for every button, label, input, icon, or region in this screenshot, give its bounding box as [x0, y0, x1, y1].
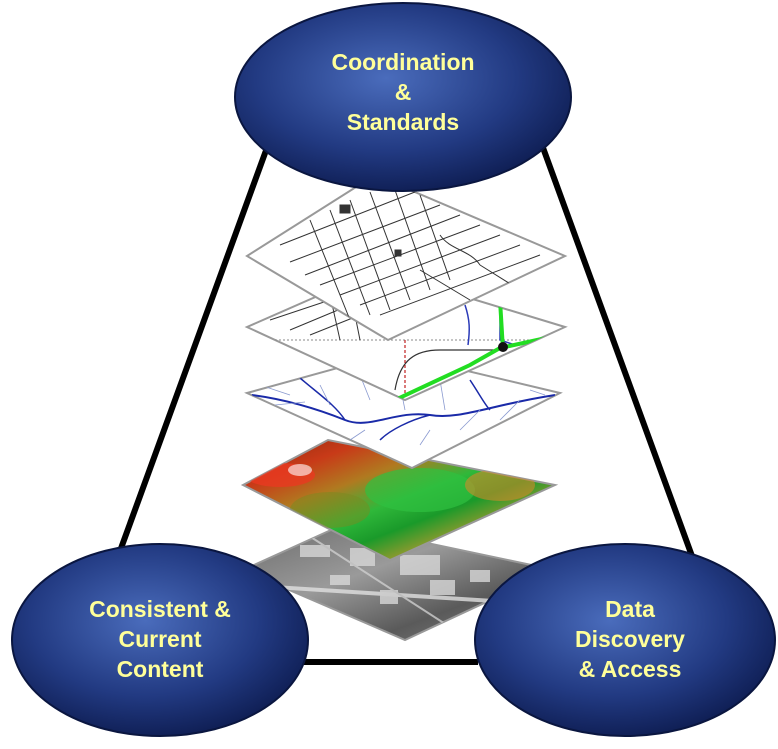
node-right-label: Data Discovery & Access	[520, 594, 740, 684]
node-left-line-2: Current	[118, 626, 202, 652]
node-right-ellipse	[474, 543, 776, 737]
node-right	[474, 543, 776, 737]
connectors	[113, 143, 703, 665]
node-right-line-2: Discovery	[575, 626, 685, 652]
node-top-ellipse	[234, 2, 572, 192]
node-top-line-2: &	[394, 79, 412, 105]
connector-top-right	[539, 143, 703, 580]
layer-street-parcels	[245, 173, 568, 342]
layer-elevation-relief	[240, 438, 559, 562]
node-top-line-1: Coordination	[331, 49, 475, 75]
node-left-label: Consistent & Current Content	[50, 594, 270, 684]
node-top	[234, 2, 572, 192]
connector-top-left	[113, 143, 271, 564]
node-top-label: Coordination & Standards	[293, 47, 513, 137]
node-right-line-1: Data	[605, 596, 655, 622]
node-right-line-3: & Access	[578, 656, 682, 682]
node-top-line-3: Standards	[346, 109, 460, 135]
node-left-line-1: Consistent &	[89, 596, 231, 622]
node-left-ellipse	[11, 543, 309, 737]
node-left-line-3: Content	[116, 656, 204, 682]
node-left	[11, 543, 309, 737]
